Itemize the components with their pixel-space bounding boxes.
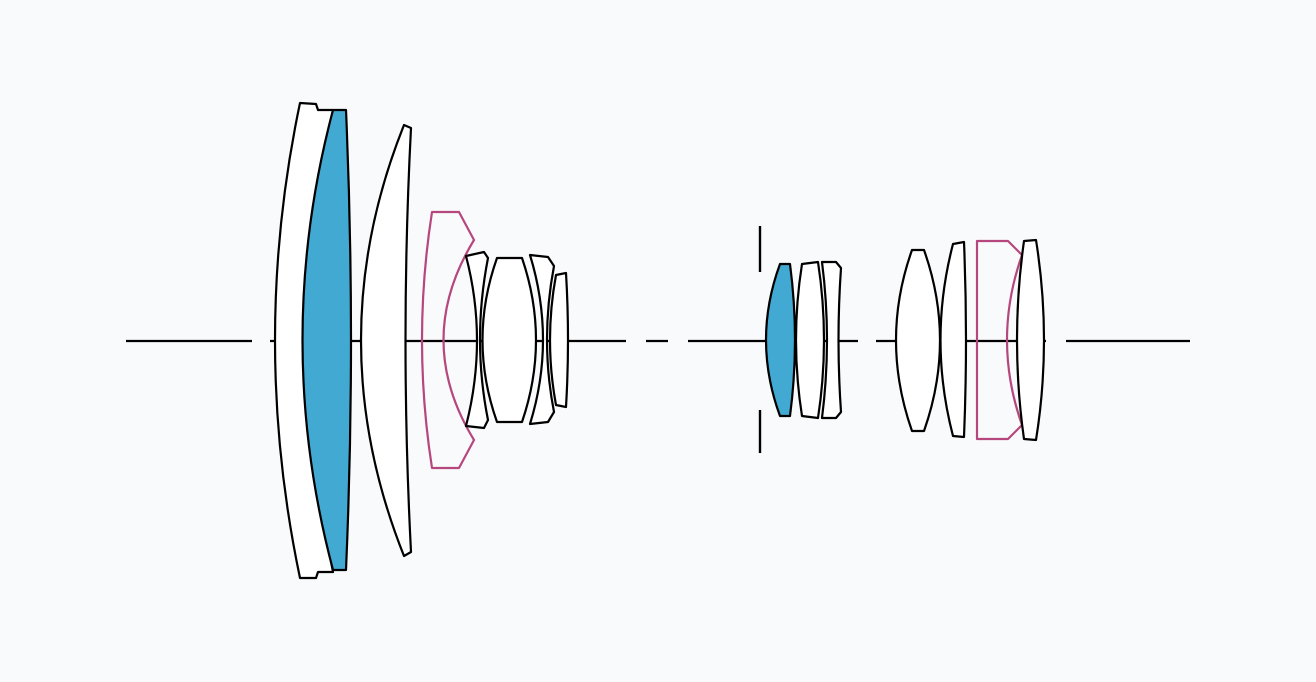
biconvex-element: [794, 260, 826, 420]
special-dispersion-element: [301, 108, 353, 572]
cemented-negative-element: [528, 253, 556, 426]
negative-element: [464, 250, 490, 430]
special-dispersion-element: [764, 262, 797, 418]
rear-lens-group: [894, 238, 1046, 442]
biconvex-element: [481, 256, 538, 424]
front-lens-group: [273, 101, 570, 580]
biconvex-element: [894, 248, 942, 433]
second-meniscus-element: [359, 123, 413, 558]
small-rear-element: [548, 271, 570, 409]
meniscus-element: [820, 260, 843, 420]
biconvex-rear-element: [1015, 238, 1046, 442]
aspherical-element: [420, 210, 476, 470]
middle-lens-group: [764, 260, 843, 420]
thin-element: [939, 240, 968, 439]
